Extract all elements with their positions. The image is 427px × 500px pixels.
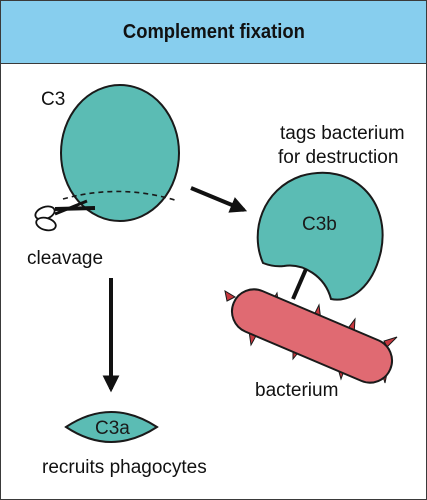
arrow-to-c3b xyxy=(190,186,248,213)
c3-protein xyxy=(60,84,180,222)
tags-label-line2: for destruction xyxy=(278,147,398,168)
cleavage-label: cleavage xyxy=(27,248,103,269)
bacterium xyxy=(231,288,393,384)
recruits-label: recruits phagocytes xyxy=(42,457,207,478)
bacterium-label: bacterium xyxy=(255,380,338,401)
c3b-label: C3b xyxy=(302,214,337,235)
c3a-protein xyxy=(64,411,159,443)
c3a-label: C3a xyxy=(95,418,130,439)
cleavage-line xyxy=(62,190,179,202)
c3b-protein xyxy=(256,171,384,301)
tags-label-line1: tags bacterium xyxy=(280,123,405,144)
scissors-icon xyxy=(34,199,96,232)
diagram-title: Complement fixation xyxy=(122,20,305,43)
c3-label: C3 xyxy=(41,89,65,110)
c3b-bacterium-link xyxy=(291,268,308,300)
title-banner: Complement fixation xyxy=(1,1,426,64)
